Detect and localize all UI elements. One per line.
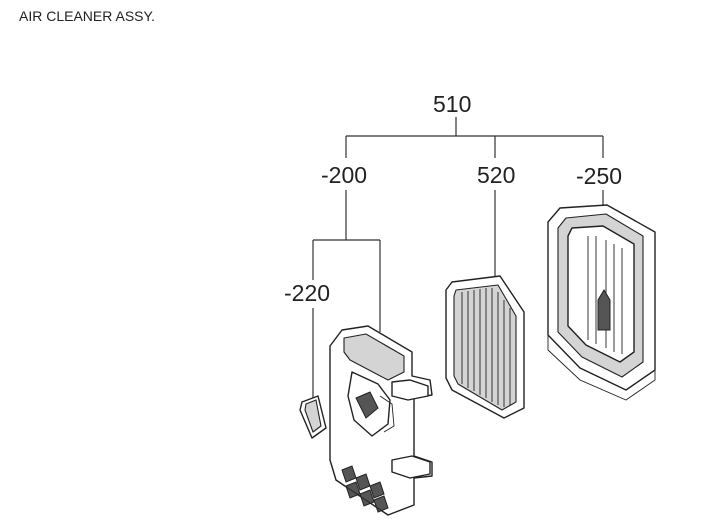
part-number-250: -250 [576, 163, 622, 189]
page-title: AIR CLEANER ASSY. [19, 8, 155, 24]
part-number-510: 510 [433, 91, 471, 117]
cover-grille [341, 465, 389, 513]
part-number-520: 520 [477, 162, 515, 188]
gasket [299, 395, 327, 439]
part-number-220: -220 [284, 280, 330, 306]
part-number-200: -200 [321, 162, 367, 188]
leader-lines [312, 117, 604, 398]
cleaner-cover [329, 325, 433, 516]
filter-pleats [461, 288, 511, 407]
air-cleaner-case [547, 204, 656, 401]
filter-element [445, 275, 525, 419]
